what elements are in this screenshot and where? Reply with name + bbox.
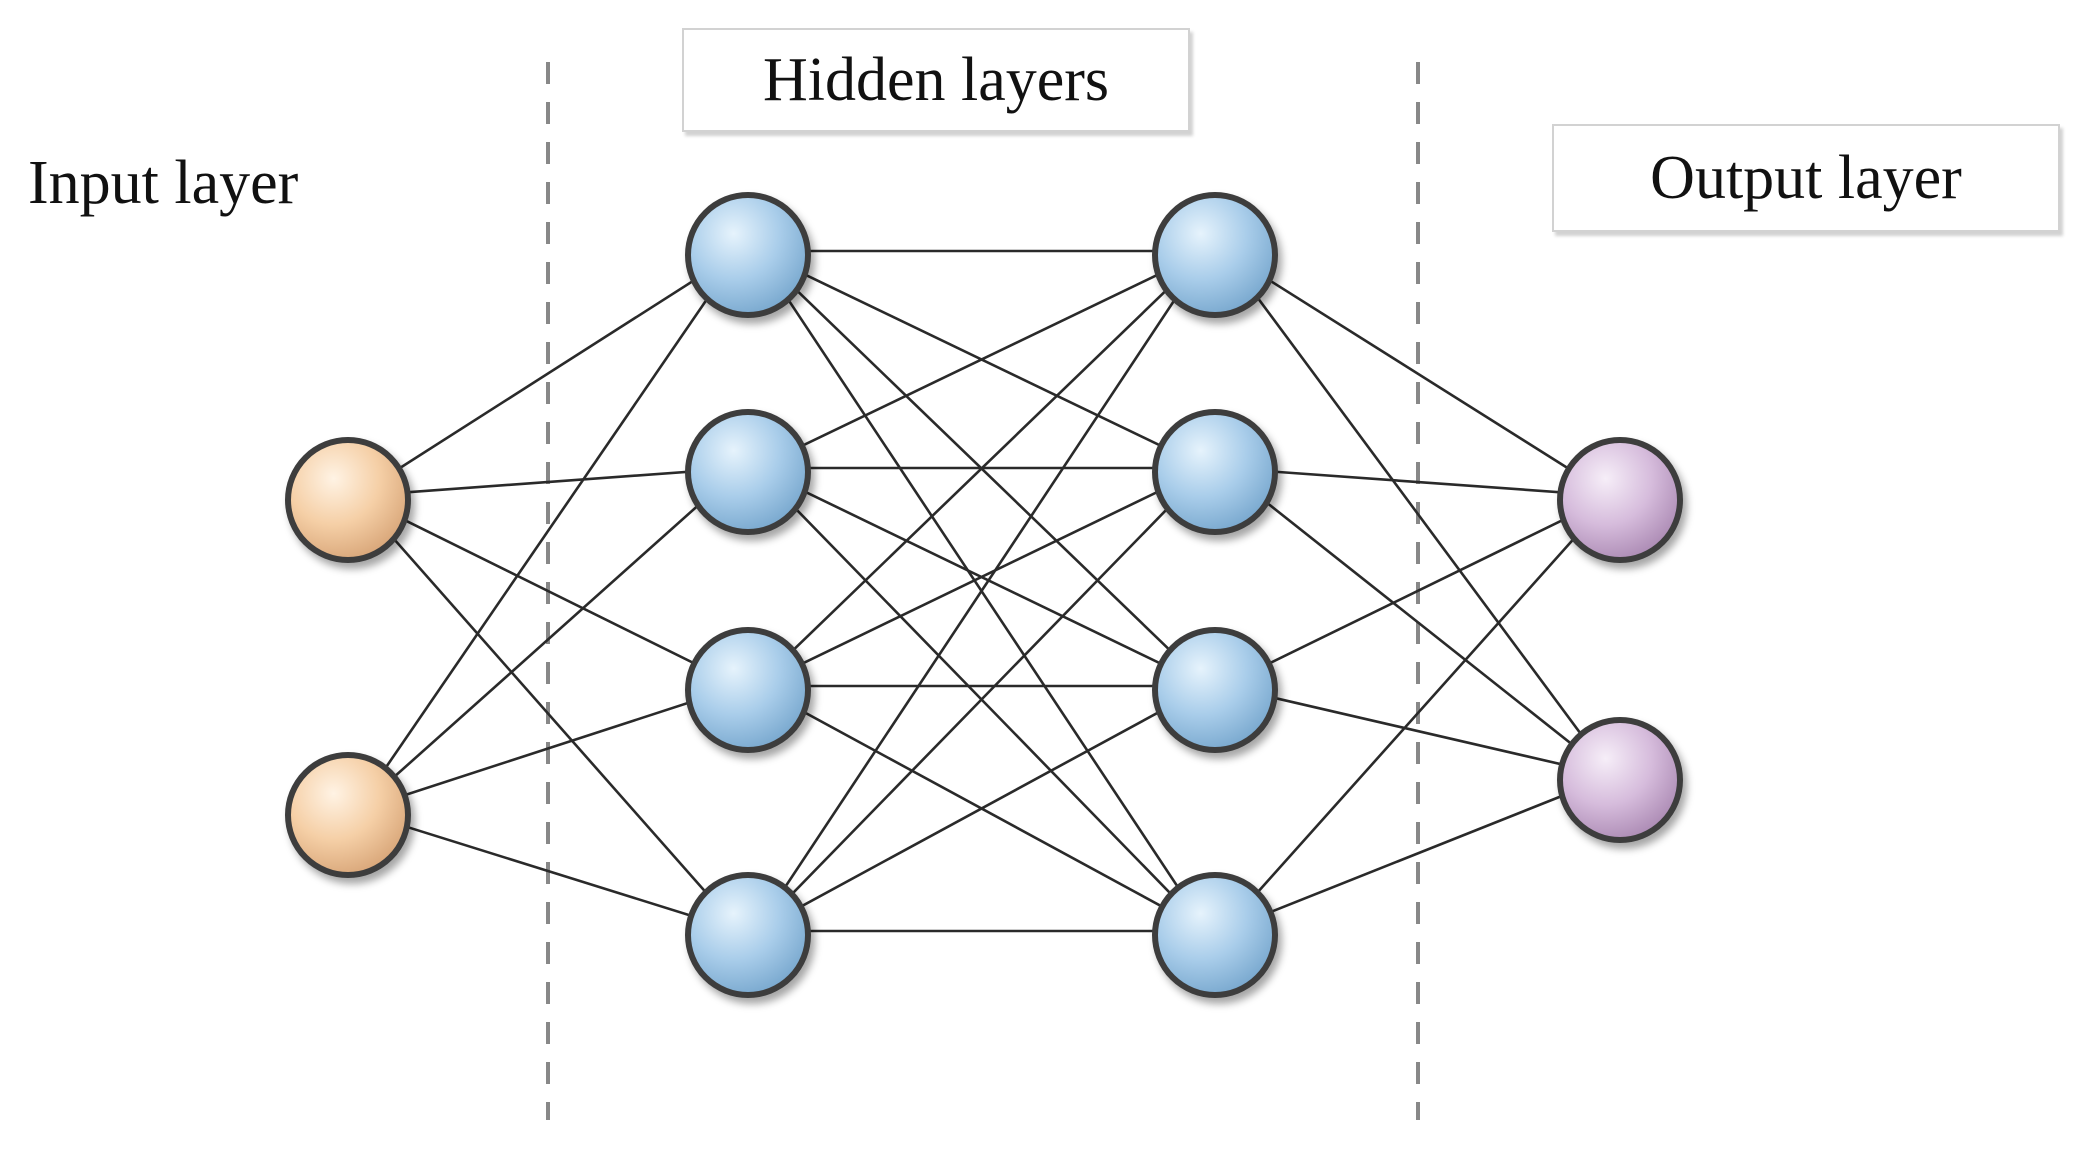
hidden-2-neuron [1152, 192, 1278, 318]
hidden-1-neuron [685, 627, 811, 753]
hidden-2-neuron [1152, 627, 1278, 753]
connection-edge [1221, 250, 1614, 777]
connection-edge [755, 249, 1208, 470]
connection-edge [355, 495, 741, 932]
connection-edge [1222, 774, 1613, 933]
input-layer-label: Input layer [28, 149, 299, 217]
connection-edge [354, 250, 742, 812]
connection-edge [755, 467, 1208, 932]
connections [354, 249, 1614, 933]
connection-edge [355, 809, 741, 933]
connection-edge [755, 250, 1208, 687]
hidden-2-neuron [1152, 409, 1278, 535]
output-layer-label: Output layer [1552, 124, 2060, 232]
neurons [285, 192, 1683, 998]
connection-edge [1222, 494, 1613, 688]
connection-edge [355, 249, 741, 498]
input-neuron [285, 437, 411, 563]
hidden-layers-label: Hidden layers [682, 28, 1190, 132]
connection-edge [355, 684, 741, 813]
input-neuron [285, 752, 411, 878]
output-neuron [1557, 437, 1683, 563]
connection-edge [1222, 466, 1613, 498]
connection-edge [355, 467, 741, 812]
connection-edge [755, 466, 1208, 688]
connection-edge [1222, 684, 1613, 778]
connection-edge [355, 494, 741, 688]
connection-edge [355, 466, 741, 498]
connection-edge [755, 684, 1208, 933]
connection-edge [1222, 466, 1613, 778]
output-neuron [1557, 717, 1683, 843]
connection-edge [754, 250, 1209, 932]
hidden-2-neuron [1152, 872, 1278, 998]
hidden-1-neuron [685, 872, 811, 998]
hidden-1-neuron [685, 409, 811, 535]
connection-edge [1222, 495, 1613, 932]
hidden-1-neuron [685, 192, 811, 318]
connection-edge [1222, 249, 1613, 498]
